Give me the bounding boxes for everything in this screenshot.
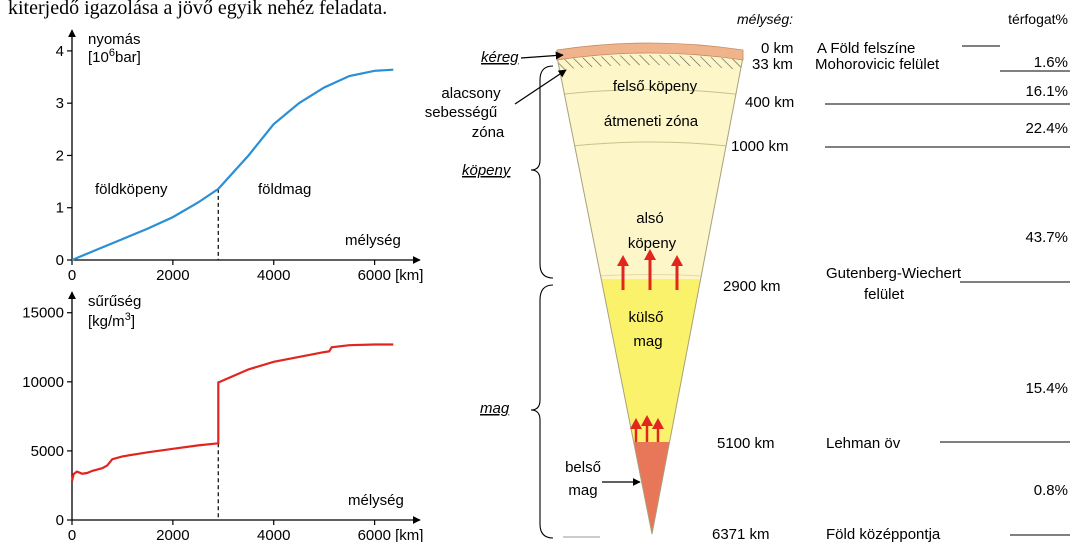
lower-mantle-label-1: alsó xyxy=(636,210,664,227)
volume-crust: 1.6% xyxy=(1034,54,1068,71)
depth-6371km: 6371 km xyxy=(712,526,770,542)
boundary-name-gutenberg-2: felület xyxy=(864,286,905,303)
heat-flow-arrows xyxy=(617,249,683,442)
density-line xyxy=(70,343,394,482)
boundary-name-surface: A Föld felszíne xyxy=(817,40,915,57)
crust-pointer xyxy=(520,51,564,60)
y-axis-label: nyomás xyxy=(88,31,141,48)
x-tick-label: 4000 xyxy=(257,267,290,284)
heat-arrow-head xyxy=(644,249,656,260)
low-velocity-zone xyxy=(557,55,743,72)
crust-layer xyxy=(556,42,744,61)
x-tick-label: 2000 xyxy=(156,527,189,542)
density-chart: sűrűség [kg/m3] mélység 050001000015000 … xyxy=(22,291,424,542)
x-tick-label: 6000 [km] xyxy=(358,527,424,542)
mantle-brace xyxy=(530,65,554,279)
boundary-name-center: Föld középpontja xyxy=(826,526,941,542)
y-axis-label: sűrűség xyxy=(88,293,141,310)
transition-zone-label: átmeneti zóna xyxy=(604,113,699,130)
y-tick-label: 3 xyxy=(56,95,64,112)
depth-5100km: 5100 km xyxy=(717,435,775,452)
x-tick-label: 4000 xyxy=(257,527,290,542)
low-velocity-label-1: alacsony xyxy=(441,85,501,102)
low-velocity-label-2: sebességű xyxy=(425,104,498,121)
lower-mantle-label-2: köpeny xyxy=(628,235,677,252)
outer-core-label-1: külső xyxy=(628,309,663,326)
depth-column-header: mélység: xyxy=(737,11,793,27)
boundary-name-moho: Mohorovicic felület xyxy=(815,56,940,73)
region-label-core: földmag xyxy=(258,181,311,198)
y-tick-label: 1 xyxy=(56,200,64,217)
outer-core-label-2: mag xyxy=(633,333,662,350)
x-tick-label: 2000 xyxy=(156,267,189,284)
y-axis-unit: [106bar] xyxy=(88,47,141,66)
x-tick-label: 0 xyxy=(68,527,76,542)
core-label: mag xyxy=(480,400,510,417)
volume-inner-core: 0.8% xyxy=(1034,482,1068,499)
inner-core-label-2: mag xyxy=(568,482,597,499)
boundary-400km xyxy=(557,89,743,98)
inner-core-label-1: belső xyxy=(565,459,601,476)
y-tick-label: 2 xyxy=(56,147,64,164)
volume-upper-mantle: 16.1% xyxy=(1025,83,1068,100)
low-velocity-label-3: zóna xyxy=(472,124,505,141)
y-tick-label: 15000 xyxy=(22,305,64,322)
pressure-chart: nyomás [106bar] mélység földköpeny földm… xyxy=(56,29,424,284)
y-axis-unit: [kg/m3] xyxy=(88,311,135,330)
y-ticks: 0 5000 10000 15000 xyxy=(22,305,72,529)
x-ticks: 0 2000 4000 6000 [km] xyxy=(68,520,424,542)
y-tick-label: 10000 xyxy=(22,374,64,391)
mantle-label: köpeny xyxy=(462,162,512,179)
heat-arrow-head xyxy=(652,418,664,429)
heat-arrow-head xyxy=(630,418,642,429)
cone-outline xyxy=(556,56,744,535)
x-ticks: 0 2000 4000 6000 [km] xyxy=(68,260,424,284)
volume-outer-core: 15.4% xyxy=(1025,380,1068,397)
y-tick-label: 4 xyxy=(56,43,64,60)
header-text: kiterjedő igazolása a jövő egyik nehéz f… xyxy=(8,0,387,19)
earth-cross-section: felső köpeny átmeneti zóna alsó köpeny k… xyxy=(425,11,1070,542)
boundary-name-lehman: Lehman öv xyxy=(826,435,901,452)
volume-transition-zone: 22.4% xyxy=(1025,120,1068,137)
x-axis-label: mélység xyxy=(345,232,401,249)
depth-33km: 33 km xyxy=(752,56,793,73)
depth-2900km: 2900 km xyxy=(723,278,781,295)
heat-arrow-head xyxy=(671,255,683,266)
y-tick-label: 5000 xyxy=(31,443,64,460)
pressure-line xyxy=(71,68,394,262)
x-tick-label: 6000 [km] xyxy=(358,267,424,284)
crust-label: kéreg xyxy=(481,49,519,66)
outer-core-layer xyxy=(557,279,743,443)
heat-arrow-head xyxy=(641,415,653,426)
upper-mantle-label: felső köpeny xyxy=(613,78,698,95)
x-axis-label: mélység xyxy=(348,492,404,509)
x-tick-label: 0 xyxy=(68,267,76,284)
core-brace xyxy=(530,284,554,539)
y-tick-label: 0 xyxy=(56,252,64,269)
y-tick-label: 0 xyxy=(56,512,64,529)
depth-1000km: 1000 km xyxy=(731,138,789,155)
boundary-name-gutenberg-1: Gutenberg-Wiechert xyxy=(826,265,962,282)
volume-column-header: térfogat% xyxy=(1008,11,1068,27)
volume-lower-mantle: 43.7% xyxy=(1025,229,1068,246)
depth-400km: 400 km xyxy=(745,94,794,111)
depth-0km: 0 km xyxy=(761,40,794,57)
y-ticks: 0 1 2 3 4 xyxy=(56,43,72,269)
region-label-mantle: földköpeny xyxy=(95,181,168,198)
heat-arrow-head xyxy=(617,255,629,266)
